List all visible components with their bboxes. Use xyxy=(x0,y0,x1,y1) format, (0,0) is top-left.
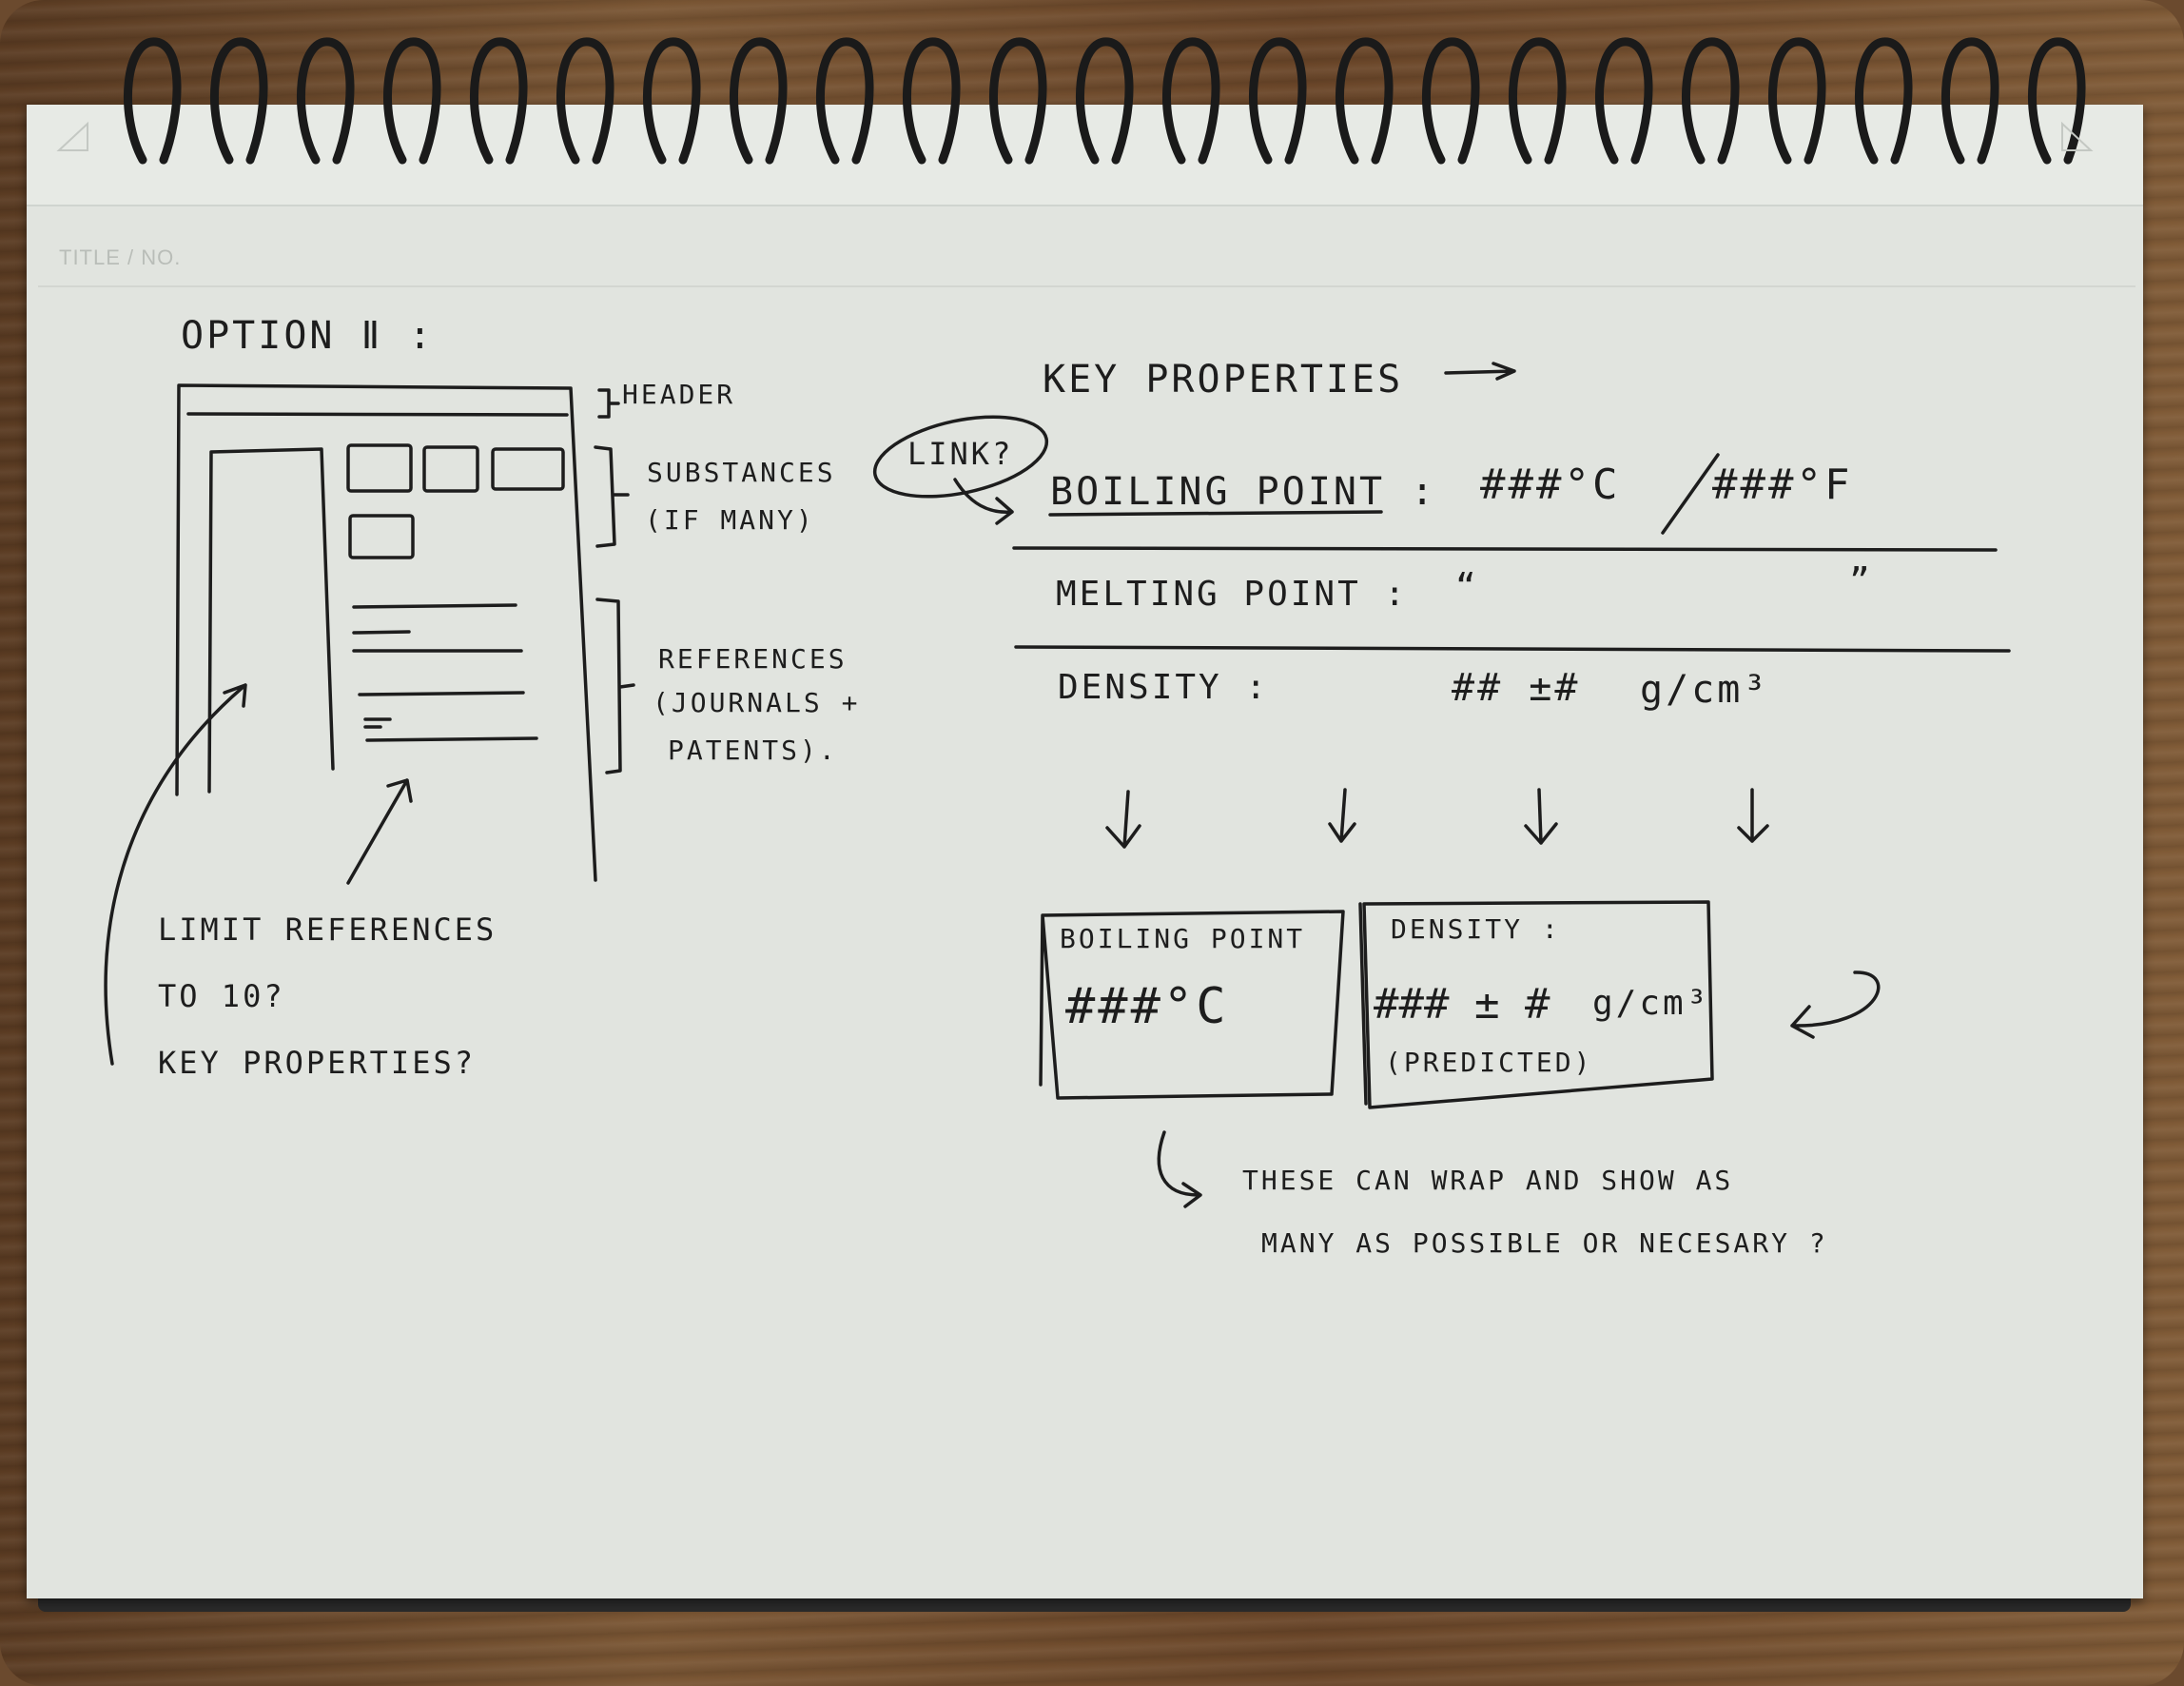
link-arrow xyxy=(953,478,1014,525)
spiral-coil xyxy=(2028,37,2086,165)
note-limit-references: LIMIT REFERENCES xyxy=(158,912,497,948)
row-separator xyxy=(1014,645,2011,653)
spiral-coil xyxy=(556,37,614,165)
melting-point-ditto-open: “ xyxy=(1455,567,1479,606)
boiling-point-value-c: ###°C xyxy=(1480,461,1621,509)
wireframe-label-if-many: (IF MANY) xyxy=(645,504,815,536)
wireframe-sidebar xyxy=(207,447,335,794)
spiral-coil xyxy=(1336,37,1394,165)
down-arrow-icon xyxy=(1105,790,1141,849)
spiral-coil xyxy=(1768,37,1826,165)
card-outline-boiling xyxy=(1039,910,1345,1100)
wireframe-substance-box xyxy=(348,514,415,559)
boiling-point-label: BOILING POINT : xyxy=(1050,470,1437,514)
wireframe-substance-box xyxy=(346,443,413,493)
density-label: DENSITY : xyxy=(1058,668,1270,707)
wireframe-reference-lines xyxy=(352,603,538,742)
references-bracket xyxy=(595,598,635,774)
down-arrow-icon xyxy=(1524,788,1558,845)
wireframe-label-journals: (JOURNALS + xyxy=(653,687,861,718)
spiral-coil xyxy=(1509,37,1567,165)
spiral-coil xyxy=(1595,37,1653,165)
bottom-note-line-2: MANY AS POSSIBLE OR NECESARY ? xyxy=(1261,1227,1828,1259)
substances-bracket xyxy=(594,445,630,548)
title-no-label: TITLE / NO. xyxy=(59,245,182,269)
density-unit: g/cm³ xyxy=(1640,668,1769,712)
spiral-coil xyxy=(1249,37,1307,165)
header-bracket xyxy=(597,388,620,419)
boiling-underline xyxy=(1048,510,1383,517)
spiral-coil xyxy=(470,37,528,165)
wireframe-label-references: REFERENCES xyxy=(658,643,848,675)
boiling-point-value-f: ###°F xyxy=(1712,461,1853,509)
down-arrow-icon xyxy=(1737,788,1769,843)
return-arrow-icon xyxy=(1790,970,1881,1039)
key-properties-heading: KEY PROPERTIES xyxy=(1043,358,1404,402)
corner-mark-left xyxy=(56,121,88,151)
spiral-coil xyxy=(1941,37,1999,165)
spiral-binding xyxy=(124,37,2086,165)
note-limit-to-ten: TO 10? xyxy=(158,978,285,1014)
wireframe-label-header: HEADER xyxy=(622,379,736,410)
density-value: ## ±# xyxy=(1452,666,1581,710)
wireframe-label-patents: PATENTS). xyxy=(668,735,838,766)
spiral-coil xyxy=(124,37,182,165)
corner-mark-right xyxy=(2061,121,2094,151)
melting-point-ditto-close: ” xyxy=(1849,561,1873,600)
spiral-coil xyxy=(297,37,355,165)
card-outline-density xyxy=(1358,900,1714,1109)
card-boiling-value: ###°C xyxy=(1065,978,1229,1035)
spiral-coil xyxy=(210,37,268,165)
row-separator xyxy=(1012,546,1998,552)
spiral-coil xyxy=(643,37,701,165)
spiral-coil xyxy=(1162,37,1220,165)
spiral-coil xyxy=(1855,37,1913,165)
wireframe-substance-box xyxy=(491,447,565,491)
key-props-arrow xyxy=(104,683,247,1066)
spiral-coil xyxy=(383,37,441,165)
spiral-coil xyxy=(1076,37,1134,165)
card-boiling-title: BOILING POINT xyxy=(1060,923,1306,954)
spiral-coil xyxy=(1682,37,1740,165)
bottom-note-line-1: THESE CAN WRAP AND SHOW AS xyxy=(1242,1165,1734,1196)
limit-arrow xyxy=(346,778,413,885)
down-arrow-icon xyxy=(1328,788,1356,843)
spiral-coil xyxy=(989,37,1047,165)
link-note: LINK? xyxy=(907,436,1014,472)
card-density-note: (PREDICTED) xyxy=(1385,1047,1593,1078)
title-rule xyxy=(38,285,2135,287)
option-title: OPTION Ⅱ : xyxy=(181,314,435,358)
wireframe-label-substances: SUBSTANCES xyxy=(647,457,836,488)
spiral-coil xyxy=(730,37,788,165)
heading-arrow xyxy=(1444,362,1516,381)
card-density-value: ### ± # xyxy=(1374,980,1550,1029)
melting-point-label: MELTING POINT : xyxy=(1056,575,1409,614)
spiral-coil xyxy=(903,37,961,165)
wireframe-outline xyxy=(175,383,597,882)
note-key-properties: KEY PROPERTIES? xyxy=(158,1045,476,1081)
spiral-coil xyxy=(1422,37,1480,165)
note-hook-arrow xyxy=(1157,1130,1202,1208)
wireframe-substance-box xyxy=(422,445,479,493)
card-density-unit: g/cm³ xyxy=(1592,984,1710,1023)
notebook-page xyxy=(27,105,2143,1598)
link-oval xyxy=(872,415,1049,499)
value-slash xyxy=(1661,453,1720,535)
spiral-coil xyxy=(816,37,874,165)
card-density-title: DENSITY : xyxy=(1391,913,1561,945)
